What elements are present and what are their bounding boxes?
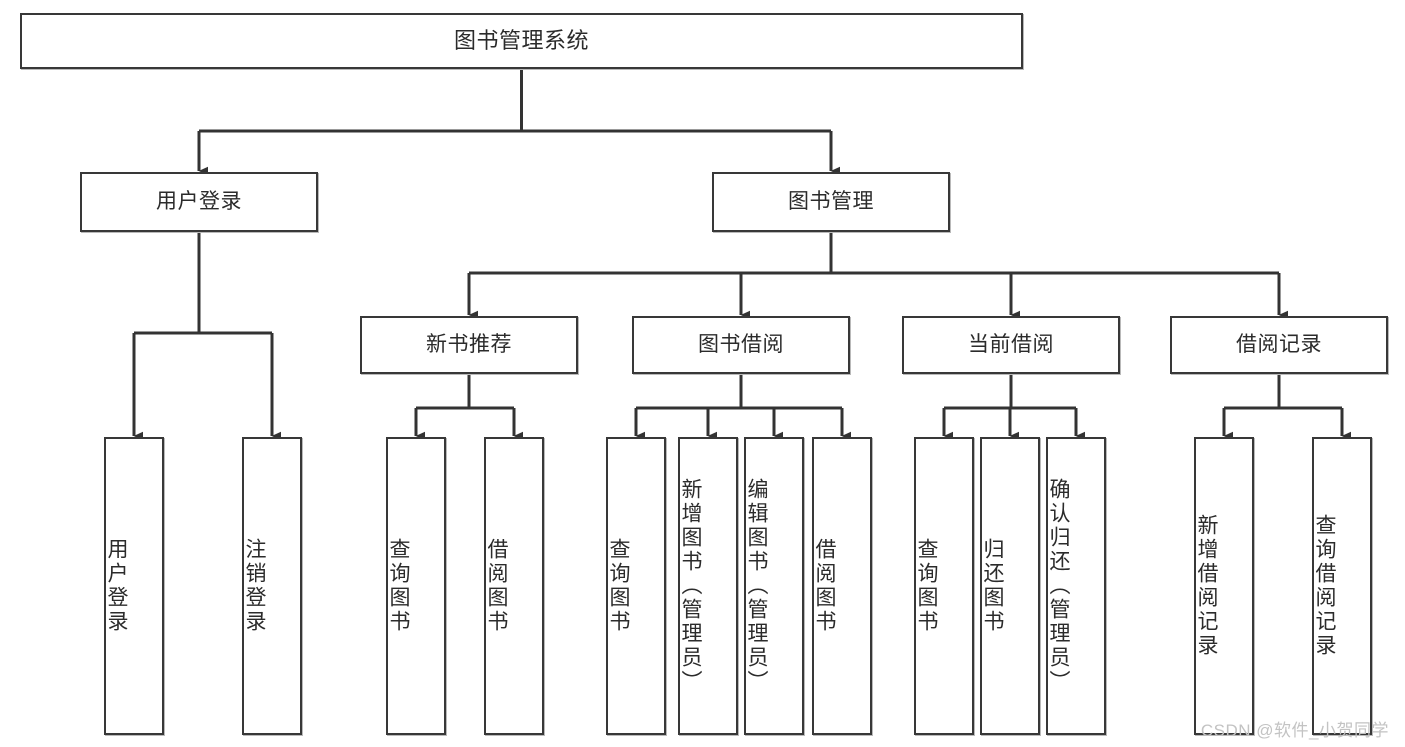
node-login[interactable]: 用户登录 bbox=[80, 172, 318, 232]
node-borrow[interactable]: 图书借阅 bbox=[632, 316, 850, 374]
node-l-rec-1[interactable]: 新增借阅记录 bbox=[1194, 437, 1254, 735]
node-l-bor-3[interactable]: 编辑图书（管理员） bbox=[744, 437, 804, 735]
node-label-l-rec-2: 查询借阅记录 bbox=[1313, 514, 1336, 658]
node-label-l-bor-2: 新增图书（管理员） bbox=[679, 478, 702, 694]
node-l-rec-2[interactable]: 查询借阅记录 bbox=[1312, 437, 1372, 735]
node-label-l-bor-1: 查询图书 bbox=[607, 538, 630, 634]
node-bookmgmt[interactable]: 图书管理 bbox=[712, 172, 950, 232]
node-label-l-new-1: 查询图书 bbox=[387, 538, 410, 634]
watermark-text: CSDN @软件_小贺同学 bbox=[1200, 721, 1389, 740]
edges-group bbox=[132, 69, 1352, 441]
node-label-l-bor-3: 编辑图书（管理员） bbox=[745, 478, 768, 694]
node-l-new-2[interactable]: 借阅图书 bbox=[484, 437, 544, 735]
node-records[interactable]: 借阅记录 bbox=[1170, 316, 1388, 374]
node-l-new-1[interactable]: 查询图书 bbox=[386, 437, 446, 735]
node-label-l-rec-1: 新增借阅记录 bbox=[1195, 514, 1218, 658]
node-label-l-bor-4: 借阅图书 bbox=[813, 538, 836, 634]
node-label-root: 图书管理系统 bbox=[453, 28, 589, 54]
node-l-cur-3[interactable]: 确认归还（管理员） bbox=[1046, 437, 1106, 735]
node-label-l-login-2: 注销登录 bbox=[243, 538, 266, 634]
node-label-current: 当前借阅 bbox=[968, 332, 1054, 356]
node-l-login-2[interactable]: 注销登录 bbox=[242, 437, 302, 735]
node-l-cur-2[interactable]: 归还图书 bbox=[980, 437, 1040, 735]
node-root[interactable]: 图书管理系统 bbox=[20, 13, 1023, 69]
node-current[interactable]: 当前借阅 bbox=[902, 316, 1120, 374]
node-l-login-1[interactable]: 用户登录 bbox=[104, 437, 164, 735]
node-l-cur-1[interactable]: 查询图书 bbox=[914, 437, 974, 735]
node-label-records: 借阅记录 bbox=[1236, 332, 1322, 356]
node-label-borrow: 图书借阅 bbox=[698, 332, 784, 356]
node-label-l-cur-1: 查询图书 bbox=[915, 538, 938, 634]
node-label-newbooks: 新书推荐 bbox=[426, 332, 512, 356]
node-label-bookmgmt: 图书管理 bbox=[788, 189, 874, 213]
node-label-l-login-1: 用户登录 bbox=[105, 538, 128, 634]
node-l-bor-2[interactable]: 新增图书（管理员） bbox=[678, 437, 738, 735]
node-l-bor-4[interactable]: 借阅图书 bbox=[812, 437, 872, 735]
node-label-l-cur-3: 确认归还（管理员） bbox=[1047, 478, 1070, 694]
node-newbooks[interactable]: 新书推荐 bbox=[360, 316, 578, 374]
node-l-bor-1[interactable]: 查询图书 bbox=[606, 437, 666, 735]
node-label-l-new-2: 借阅图书 bbox=[485, 538, 508, 634]
node-label-l-cur-2: 归还图书 bbox=[981, 538, 1004, 634]
node-label-login: 用户登录 bbox=[156, 189, 242, 213]
